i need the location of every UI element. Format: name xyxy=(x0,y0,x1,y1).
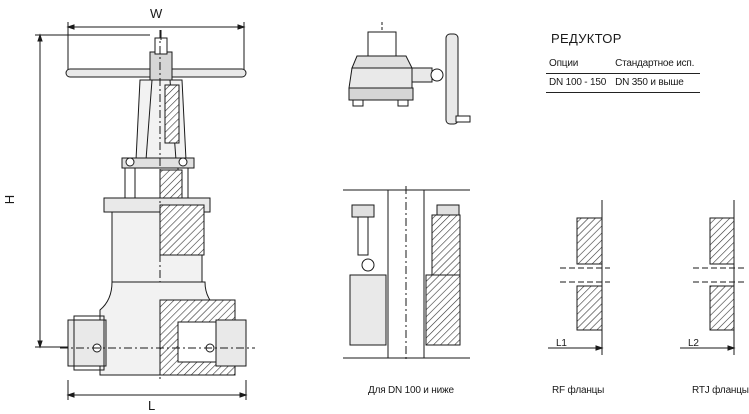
caption-rf-flange: RF фланцы xyxy=(552,385,605,396)
gearbox-title: РЕДУКТОР xyxy=(551,31,622,46)
gearbox-options-table: Опции Стандартное исп. DN 100 - 150 DN 3… xyxy=(546,55,701,93)
height-dimension-label: H xyxy=(2,194,18,205)
table-header-cell: Опции xyxy=(546,55,613,74)
gearbox-drawing xyxy=(348,22,471,125)
table-cell: DN 350 и выше xyxy=(612,73,701,93)
l1-dimension-label: L1 xyxy=(556,338,567,349)
table-cell: DN 100 - 150 xyxy=(546,73,613,93)
table-row: DN 100 - 150 DN 350 и выше xyxy=(546,73,701,93)
table-header-cell: Стандартное исп. xyxy=(612,55,701,74)
rf-flange-drawing xyxy=(548,200,610,355)
rtj-flange-drawing xyxy=(680,200,744,355)
table-header-row: Опции Стандартное исп. xyxy=(546,55,701,74)
main-valve xyxy=(35,22,255,400)
l2-dimension-label: L2 xyxy=(688,338,699,349)
caption-rtj-flange: RTJ фланцы xyxy=(692,385,749,396)
small-dn-section xyxy=(343,186,470,362)
caption-small-dn: Для DN 100 и ниже xyxy=(368,385,454,396)
length-dimension-label: L xyxy=(148,398,156,413)
width-dimension-label: W xyxy=(150,6,163,21)
